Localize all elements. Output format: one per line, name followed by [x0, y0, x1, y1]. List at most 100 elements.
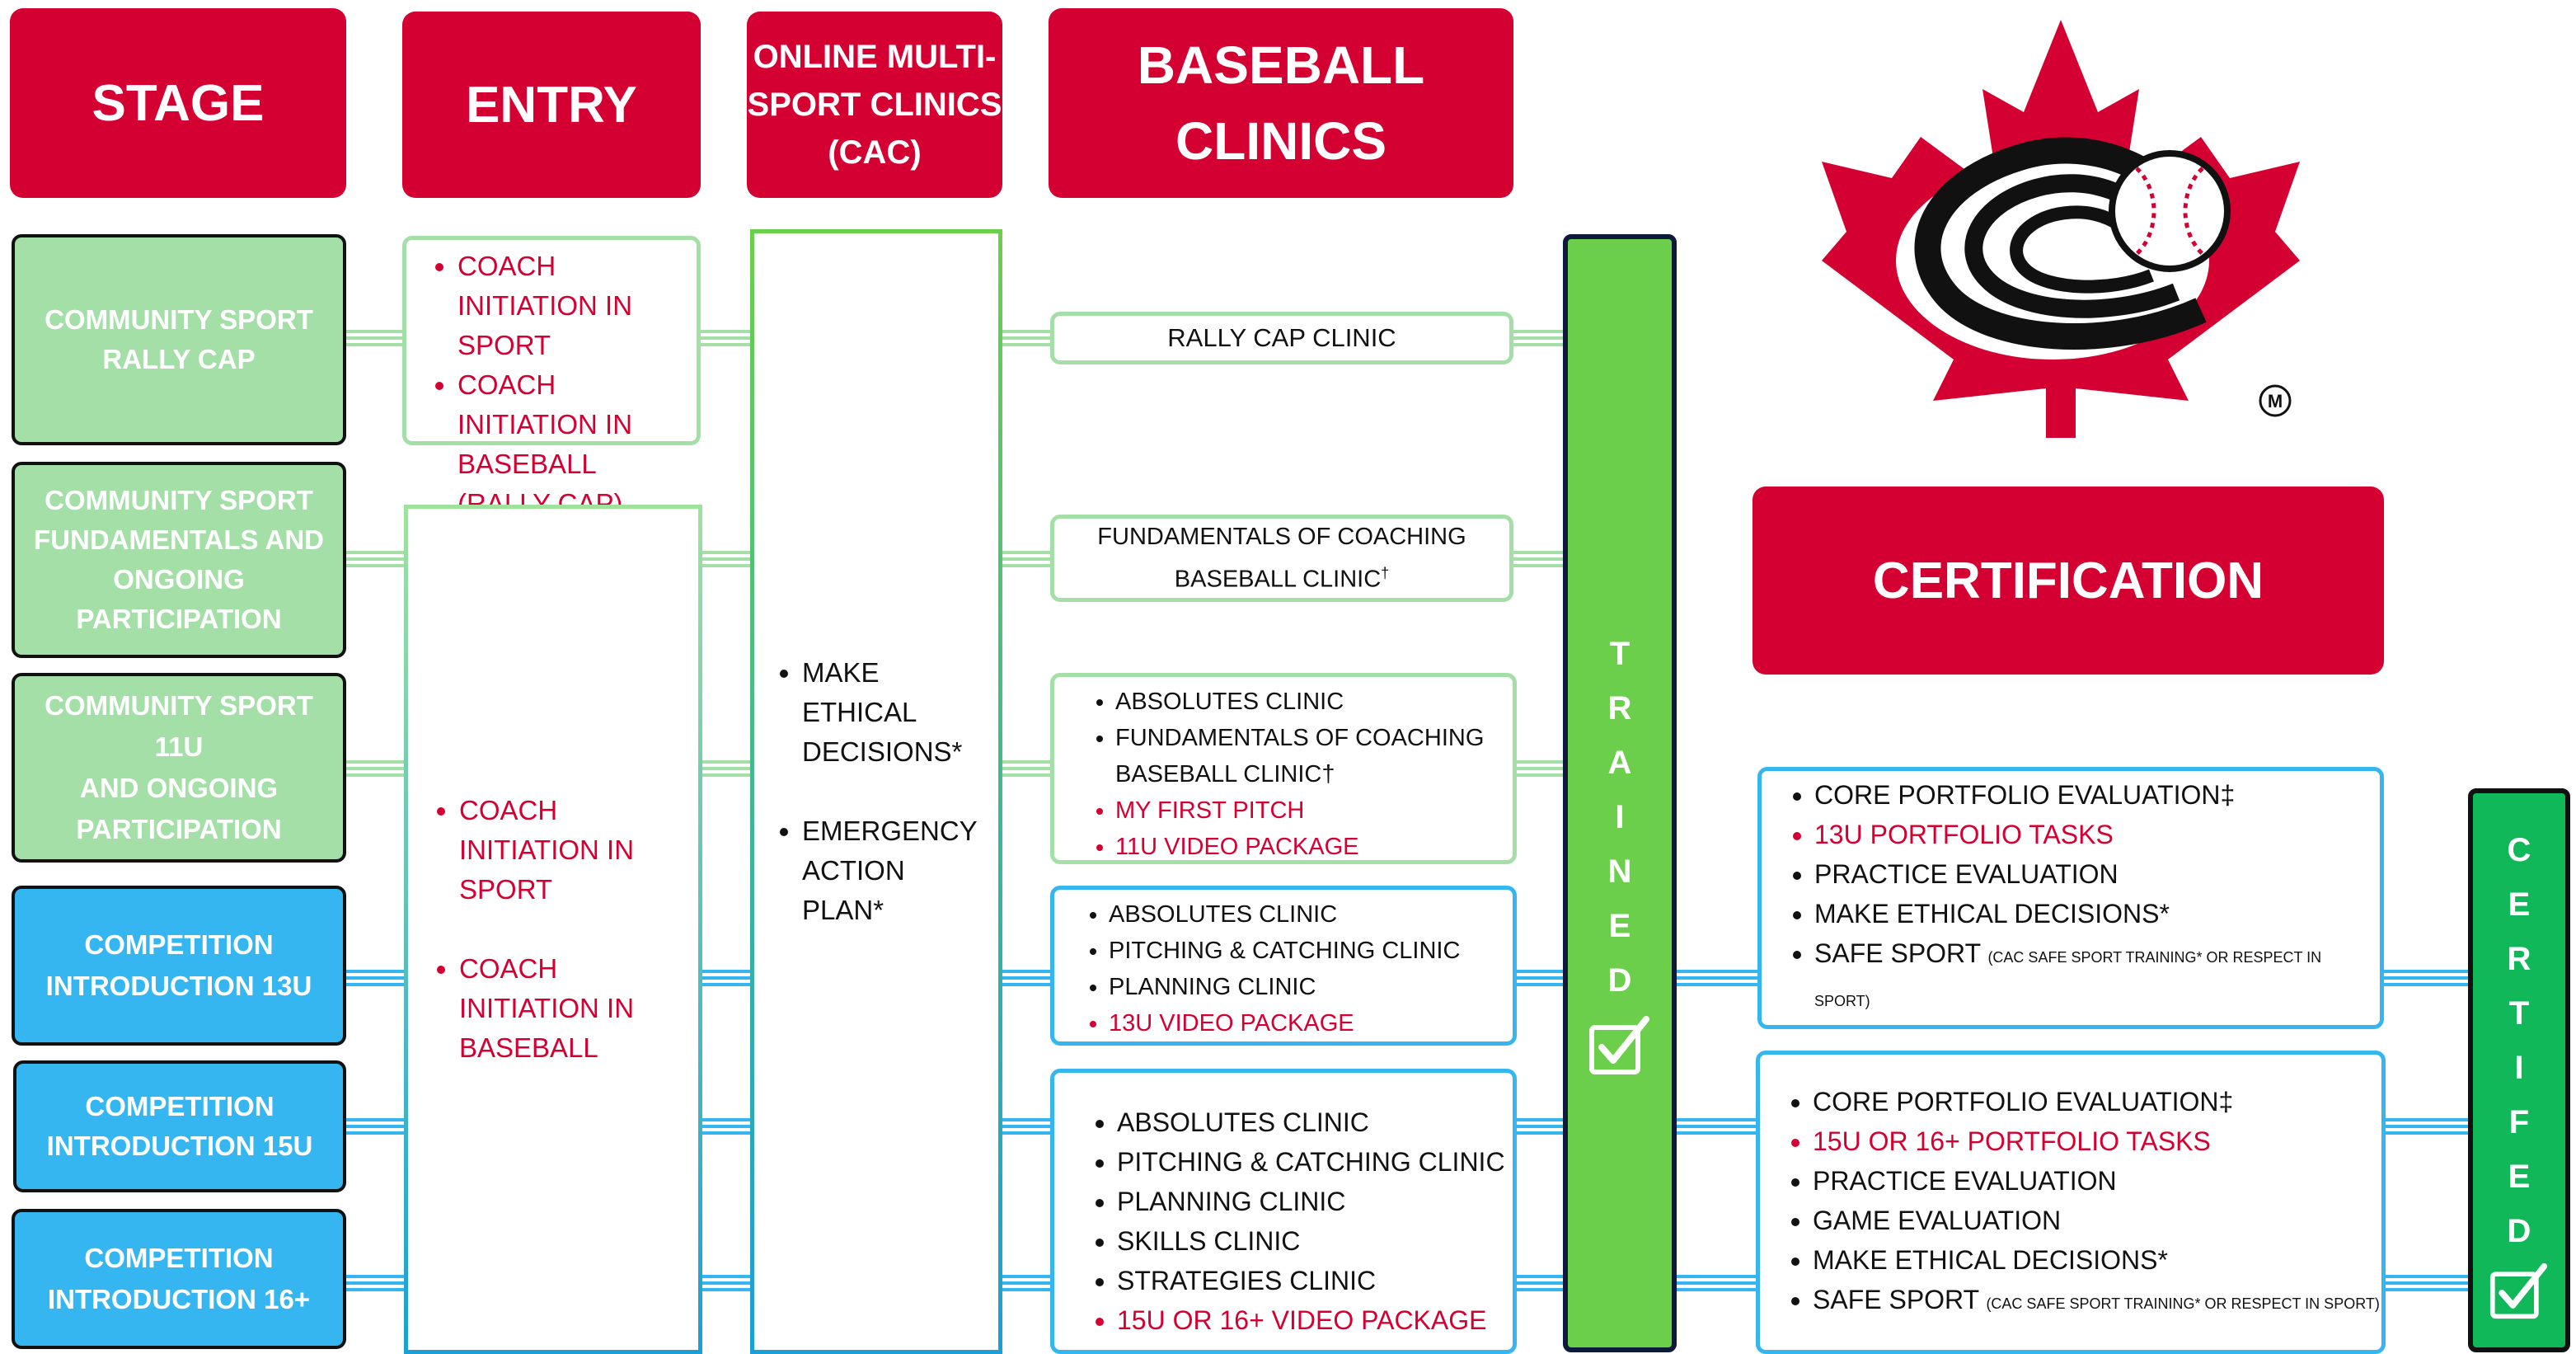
- clinic-item: PITCHING & CATCHING CLINIC: [1117, 1142, 1513, 1182]
- header-certification-label: CERTIFICATION: [1872, 552, 2264, 609]
- trained-letter: T: [1609, 636, 1631, 672]
- stage-label: PARTICIPATION: [76, 814, 282, 844]
- clinic-fundamentals-box: FUNDAMENTALS OF COACHING BASEBALL CLINIC…: [1050, 515, 1513, 602]
- stage-fundamentals: COMMUNITY SPORT FUNDAMENTALS AND ONGOING…: [12, 462, 346, 658]
- entry-main-box: COACH INITIATION IN SPORT COACH INITIATI…: [404, 505, 702, 1354]
- header-stage: STAGE: [10, 8, 346, 198]
- header-certification: CERTIFICATION: [1753, 487, 2384, 675]
- online-item: MAKE ETHICAL DECISIONS*: [802, 653, 998, 772]
- stage-label: INTRODUCTION 15U: [46, 1131, 313, 1161]
- stage-rally-cap: COMMUNITY SPORT RALLY CAP: [12, 234, 346, 445]
- clinic-item: SKILLS CLINIC: [1117, 1221, 1513, 1261]
- stage-11u: COMMUNITY SPORT 11U AND ONGOING PARTICIP…: [12, 673, 346, 863]
- stage-label: COMMUNITY SPORT: [45, 485, 313, 515]
- stage-15u: COMPETITION INTRODUCTION 15U: [13, 1060, 346, 1192]
- clinic-item: 15U OR 16+ VIDEO PACKAGE: [1117, 1300, 1513, 1340]
- header-online-line1: ONLINE MULTI-: [753, 39, 997, 75]
- logo-mark-letter: M: [2268, 391, 2283, 411]
- certified-letter: C: [2507, 832, 2531, 868]
- stage-label: COMMUNITY SPORT 11U: [45, 690, 313, 762]
- stage-label: INTRODUCTION 13U: [45, 971, 312, 1001]
- header-stage-label: STAGE: [91, 74, 265, 132]
- clinic-item: PLANNING CLINIC: [1109, 969, 1513, 1005]
- stage-13u: COMPETITION INTRODUCTION 13U: [12, 886, 346, 1046]
- trained-letter: E: [1608, 908, 1631, 944]
- clinic-item: ABSOLUTES CLINIC: [1109, 896, 1513, 933]
- cert-item: PRACTICE EVALUATION: [1814, 854, 2380, 894]
- clinic-item: ABSOLUTES CLINIC: [1115, 684, 1513, 720]
- header-online-line3: (CAC): [828, 134, 922, 171]
- clinic-item: 13U VIDEO PACKAGE: [1109, 1005, 1513, 1041]
- cert-item: MAKE ETHICAL DECISIONS*: [1814, 894, 2380, 933]
- stage-label: COMPETITION: [84, 929, 274, 960]
- check-icon: [1589, 1016, 1649, 1074]
- trained-letter: N: [1607, 853, 1632, 890]
- stage-label: RALLY CAP: [102, 344, 256, 374]
- trained-letter: R: [1607, 690, 1632, 726]
- entry-item: COACH INITIATION IN BASEBALL: [459, 949, 698, 1068]
- cert-item: CORE PORTFOLIO EVALUATION‡: [1813, 1082, 2380, 1121]
- header-clinics-line2: CLINICS: [1175, 111, 1387, 171]
- cert-item: PRACTICE EVALUATION: [1813, 1161, 2380, 1201]
- cert-item: 15U OR 16+ PORTFOLIO TASKS: [1813, 1121, 2380, 1161]
- entry-item: COACH INITIATION IN SPORT: [457, 247, 697, 365]
- stage-label: FUNDAMENTALS AND: [34, 524, 324, 555]
- clinic-item: PITCHING & CATCHING CLINIC: [1109, 933, 1513, 969]
- check-icon: [2489, 1262, 2548, 1319]
- entry-item: COACH INITIATION IN BASEBALL (RALLY CAP): [457, 365, 697, 524]
- clinic-item: ABSOLUTES CLINIC: [1117, 1102, 1513, 1142]
- certified-letter: I: [2514, 1050, 2524, 1086]
- cert-item: GAME EVALUATION: [1813, 1201, 2380, 1240]
- trained-letter: A: [1607, 745, 1632, 781]
- clinic-fundamentals-line2: BASEBALL CLINIC†: [1175, 555, 1389, 598]
- cert-item: 13U PORTFOLIO TASKS: [1814, 815, 2380, 854]
- header-entry: ENTRY: [402, 12, 701, 198]
- cert-13u-box: CORE PORTFOLIO EVALUATION‡ 13U PORTFOLIO…: [1757, 767, 2384, 1029]
- clinic-fundamentals-text: BASEBALL CLINIC: [1174, 566, 1382, 593]
- stage-label: INTRODUCTION 16+: [47, 1284, 311, 1314]
- certified-letter: E: [2508, 886, 2531, 923]
- stage-label: COMPETITION: [85, 1091, 274, 1121]
- stage-label: COMPETITION: [84, 1243, 274, 1273]
- dagger-mark: †: [1381, 565, 1390, 582]
- clinic-item: STRATEGIES CLINIC: [1117, 1261, 1513, 1300]
- stage-label: AND ONGOING: [79, 773, 279, 803]
- clinic-15u-16u-box: ABSOLUTES CLINIC PITCHING & CATCHING CLI…: [1050, 1069, 1517, 1354]
- cert-15u-16u-box: CORE PORTFOLIO EVALUATION‡ 15U OR 16+ PO…: [1756, 1051, 2386, 1354]
- safe-sport-label: SAFE SPORT: [1813, 1284, 1979, 1314]
- certified-letter: E: [2508, 1159, 2531, 1195]
- header-online-clinics: ONLINE MULTI- SPORT CLINICS (CAC): [747, 12, 1002, 198]
- certified-letter: F: [2508, 1104, 2530, 1140]
- cert-item: SAFE SPORT (CAC SAFE SPORT TRAINING* OR …: [1814, 933, 2380, 1021]
- header-entry-label: ENTRY: [466, 76, 637, 134]
- certified-letter: D: [2507, 1213, 2531, 1249]
- stage-label: COMMUNITY SPORT: [45, 304, 313, 336]
- header-baseball-clinics: BASEBALL CLINICS: [1049, 8, 1513, 198]
- baseball-canada-logo: M: [1822, 20, 2300, 438]
- entry-item: COACH INITIATION IN SPORT: [459, 791, 698, 910]
- cert-item: CORE PORTFOLIO EVALUATION‡: [1814, 775, 2380, 815]
- cert-item: MAKE ETHICAL DECISIONS*: [1813, 1240, 2380, 1280]
- clinic-13u-box: ABSOLUTES CLINIC PITCHING & CATCHING CLI…: [1050, 886, 1517, 1046]
- stage-label: PARTICIPATION: [76, 604, 282, 634]
- header-clinics-line1: BASEBALL: [1137, 35, 1425, 95]
- clinic-item: 11U VIDEO PACKAGE: [1115, 829, 1513, 865]
- safe-sport-label: SAFE SPORT: [1814, 938, 1981, 968]
- clinic-rally-cap-label: RALLY CAP CLINIC: [1167, 323, 1396, 352]
- trained-letter: D: [1607, 962, 1632, 999]
- header-online-line2: SPORT CLINICS: [747, 87, 1002, 123]
- clinic-item: FUNDAMENTALS OF COACHING BASEBALL CLINIC…: [1115, 720, 1513, 792]
- clinic-rally-cap-box: RALLY CAP CLINIC: [1050, 312, 1513, 364]
- clinic-item: MY FIRST PITCH: [1115, 792, 1513, 829]
- clinic-fundamentals-line1: FUNDAMENTALS OF COACHING: [1097, 524, 1466, 551]
- online-clinics-box: MAKE ETHICAL DECISIONS* EMERGENCY ACTION…: [750, 229, 1002, 1354]
- certified-letter: T: [2508, 995, 2530, 1032]
- stage-16u: COMPETITION INTRODUCTION 16+: [12, 1209, 346, 1349]
- safe-sport-note: (CAC SAFE SPORT TRAINING* OR RESPECT IN …: [1986, 1295, 2380, 1312]
- safe-sport-note: (CAC SAFE SPORT TRAINING* OR RESPECT IN …: [1814, 949, 2322, 1009]
- stage-label: ONGOING: [113, 564, 245, 595]
